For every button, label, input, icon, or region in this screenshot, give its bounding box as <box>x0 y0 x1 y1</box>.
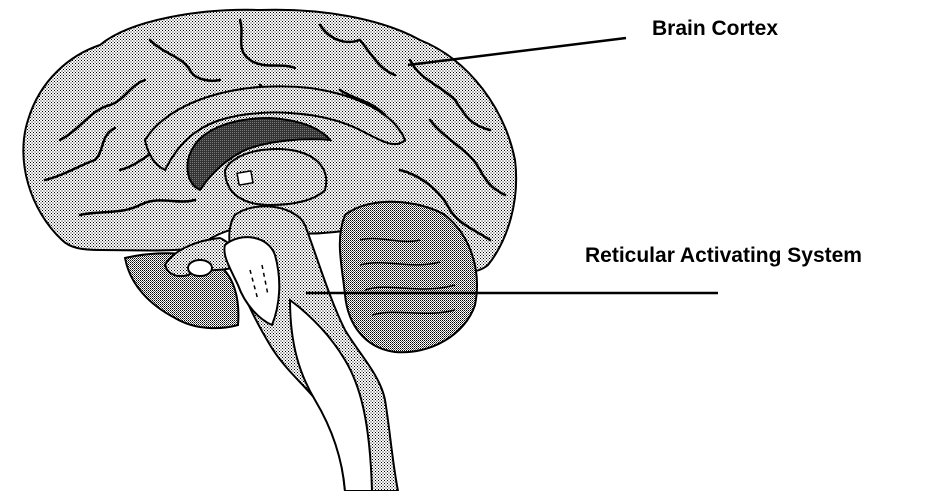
brain-cortex-label: Brain Cortex <box>652 18 778 39</box>
pituitary <box>188 260 212 276</box>
reticular-activating-system-label: Reticular Activating System <box>585 245 862 266</box>
pineal-marker <box>237 171 253 185</box>
